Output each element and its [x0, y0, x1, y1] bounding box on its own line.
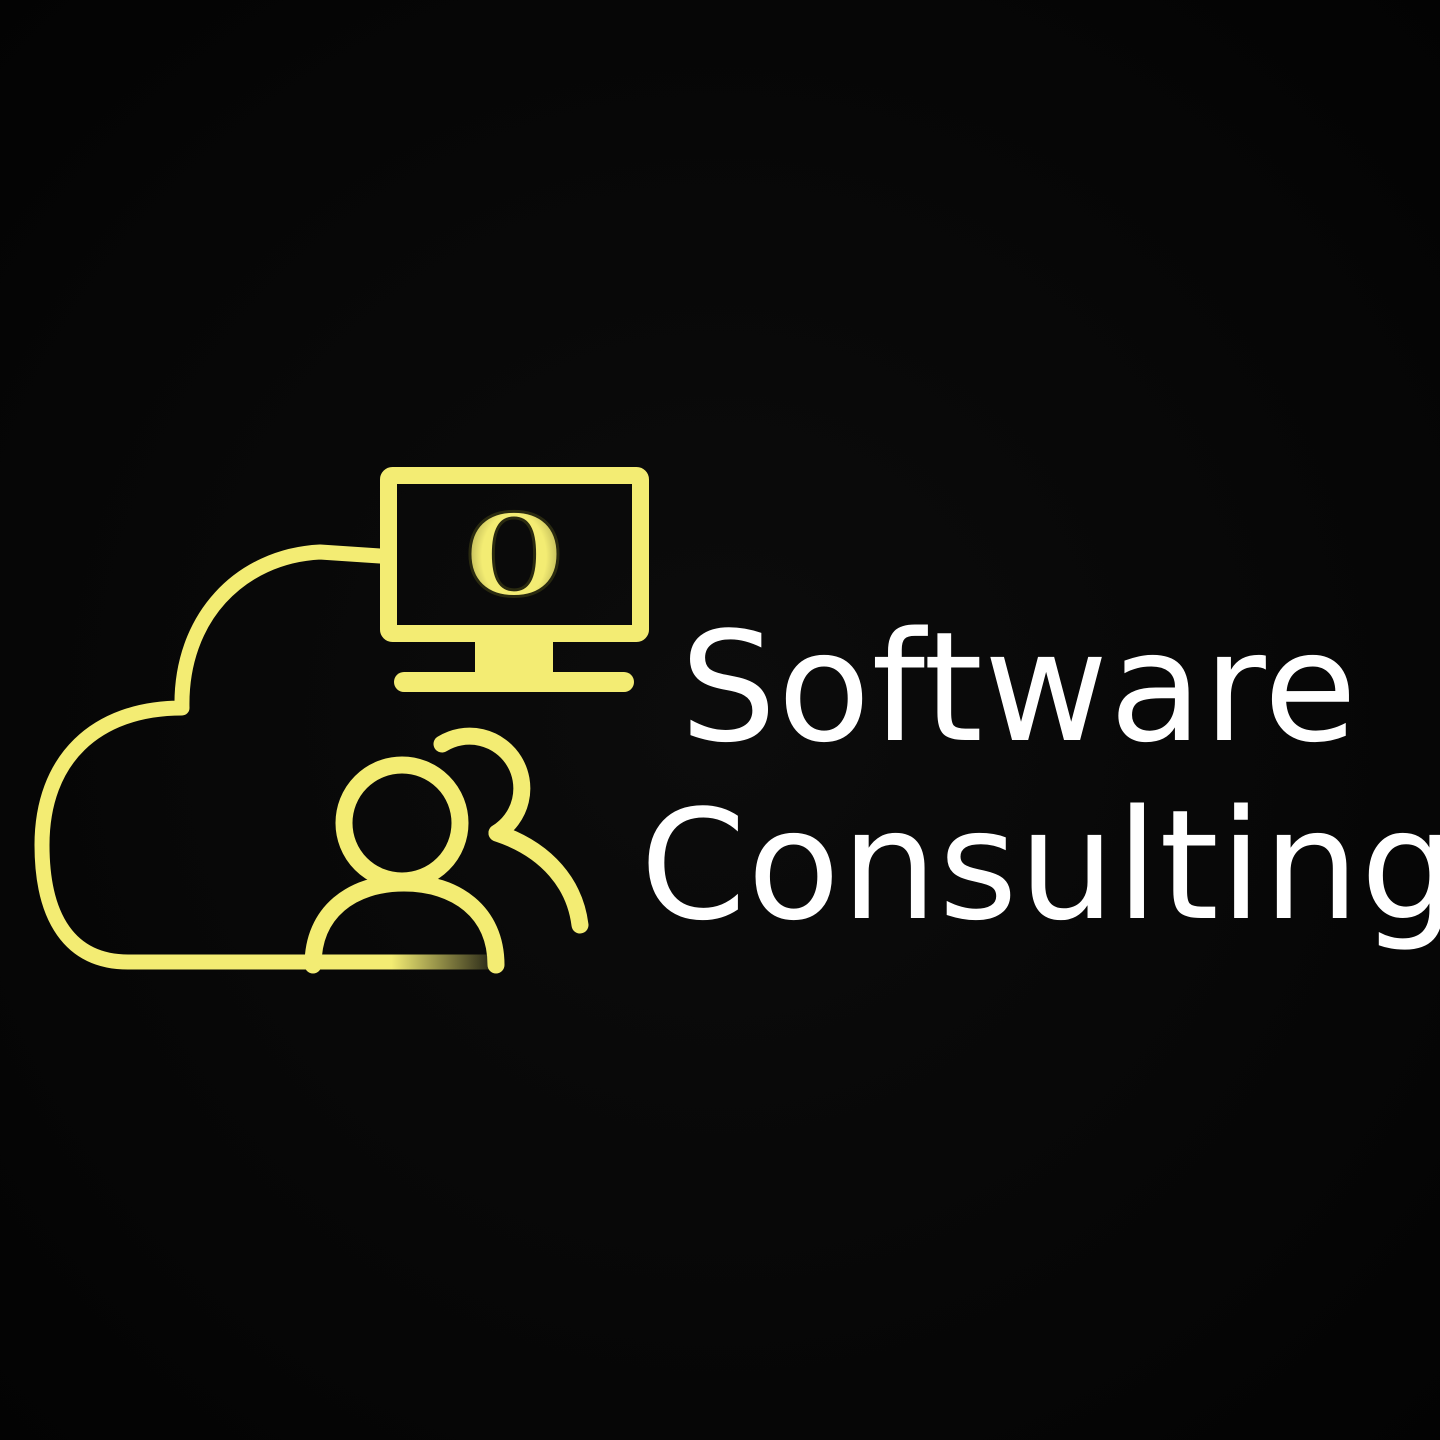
monitor-icon: O — [380, 467, 649, 692]
monitor-mark-letter: O — [465, 491, 563, 622]
brand-line-consulting: Consulting — [640, 777, 1440, 954]
brand-line-software: Software — [680, 599, 1359, 776]
users-icon — [304, 727, 589, 974]
cloud-icon — [34, 544, 498, 970]
